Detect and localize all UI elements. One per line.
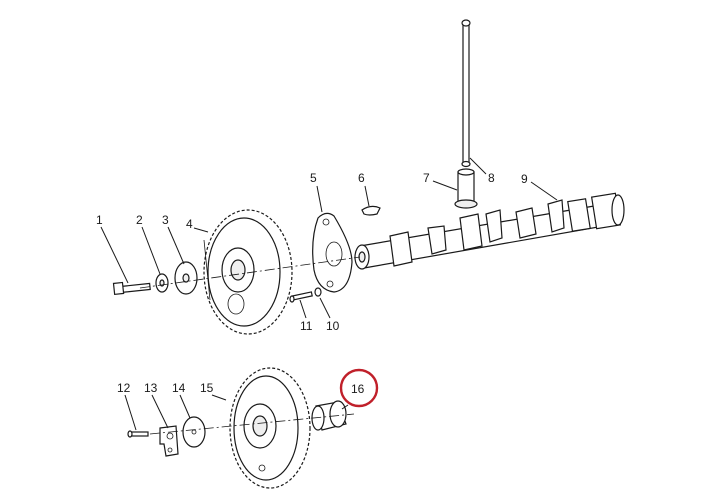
leader-lines [100, 157, 558, 431]
plate-screw [289, 287, 322, 303]
woodruff-key [361, 205, 381, 216]
gear-washer [174, 261, 198, 295]
bushing [311, 400, 347, 431]
tappet [454, 168, 478, 209]
push-rod [461, 19, 471, 168]
part-label-3: 3 [162, 213, 169, 227]
gear-bolt [112, 281, 151, 296]
part-label-16: 16 [351, 382, 365, 396]
part-label-7: 7 [423, 171, 430, 185]
gear-plate [182, 416, 206, 448]
part-label-8: 8 [488, 171, 495, 185]
part-label-1: 1 [96, 213, 103, 227]
camshaft-gear [203, 209, 293, 335]
camshaft-journal [567, 192, 625, 232]
lock-washer [314, 287, 322, 297]
flat-washer [155, 273, 169, 293]
part-label-6: 6 [358, 171, 365, 185]
part-label-15: 15 [200, 381, 214, 395]
part-label-13: 13 [144, 381, 158, 395]
drive-gear [229, 367, 311, 489]
lock-tab [159, 425, 179, 457]
highlight-ring [339, 368, 379, 408]
camshaft [354, 192, 625, 270]
part-labels: 1 2 3 4 5 6 7 8 9 10 11 12 13 14 15 16 [96, 171, 528, 396]
part-label-4: 4 [186, 217, 193, 231]
part-label-9: 9 [521, 172, 528, 186]
plate-bolt [127, 430, 149, 438]
part-label-5: 5 [310, 171, 317, 185]
part-label-12: 12 [117, 381, 131, 395]
axis-lines [139, 256, 361, 435]
thrust-plate [312, 212, 353, 293]
part-label-14: 14 [172, 381, 186, 395]
part-label-11: 11 [300, 319, 313, 333]
part-label-10: 10 [326, 319, 340, 333]
camshaft-lobe [389, 199, 565, 267]
part-label-2: 2 [136, 213, 143, 227]
